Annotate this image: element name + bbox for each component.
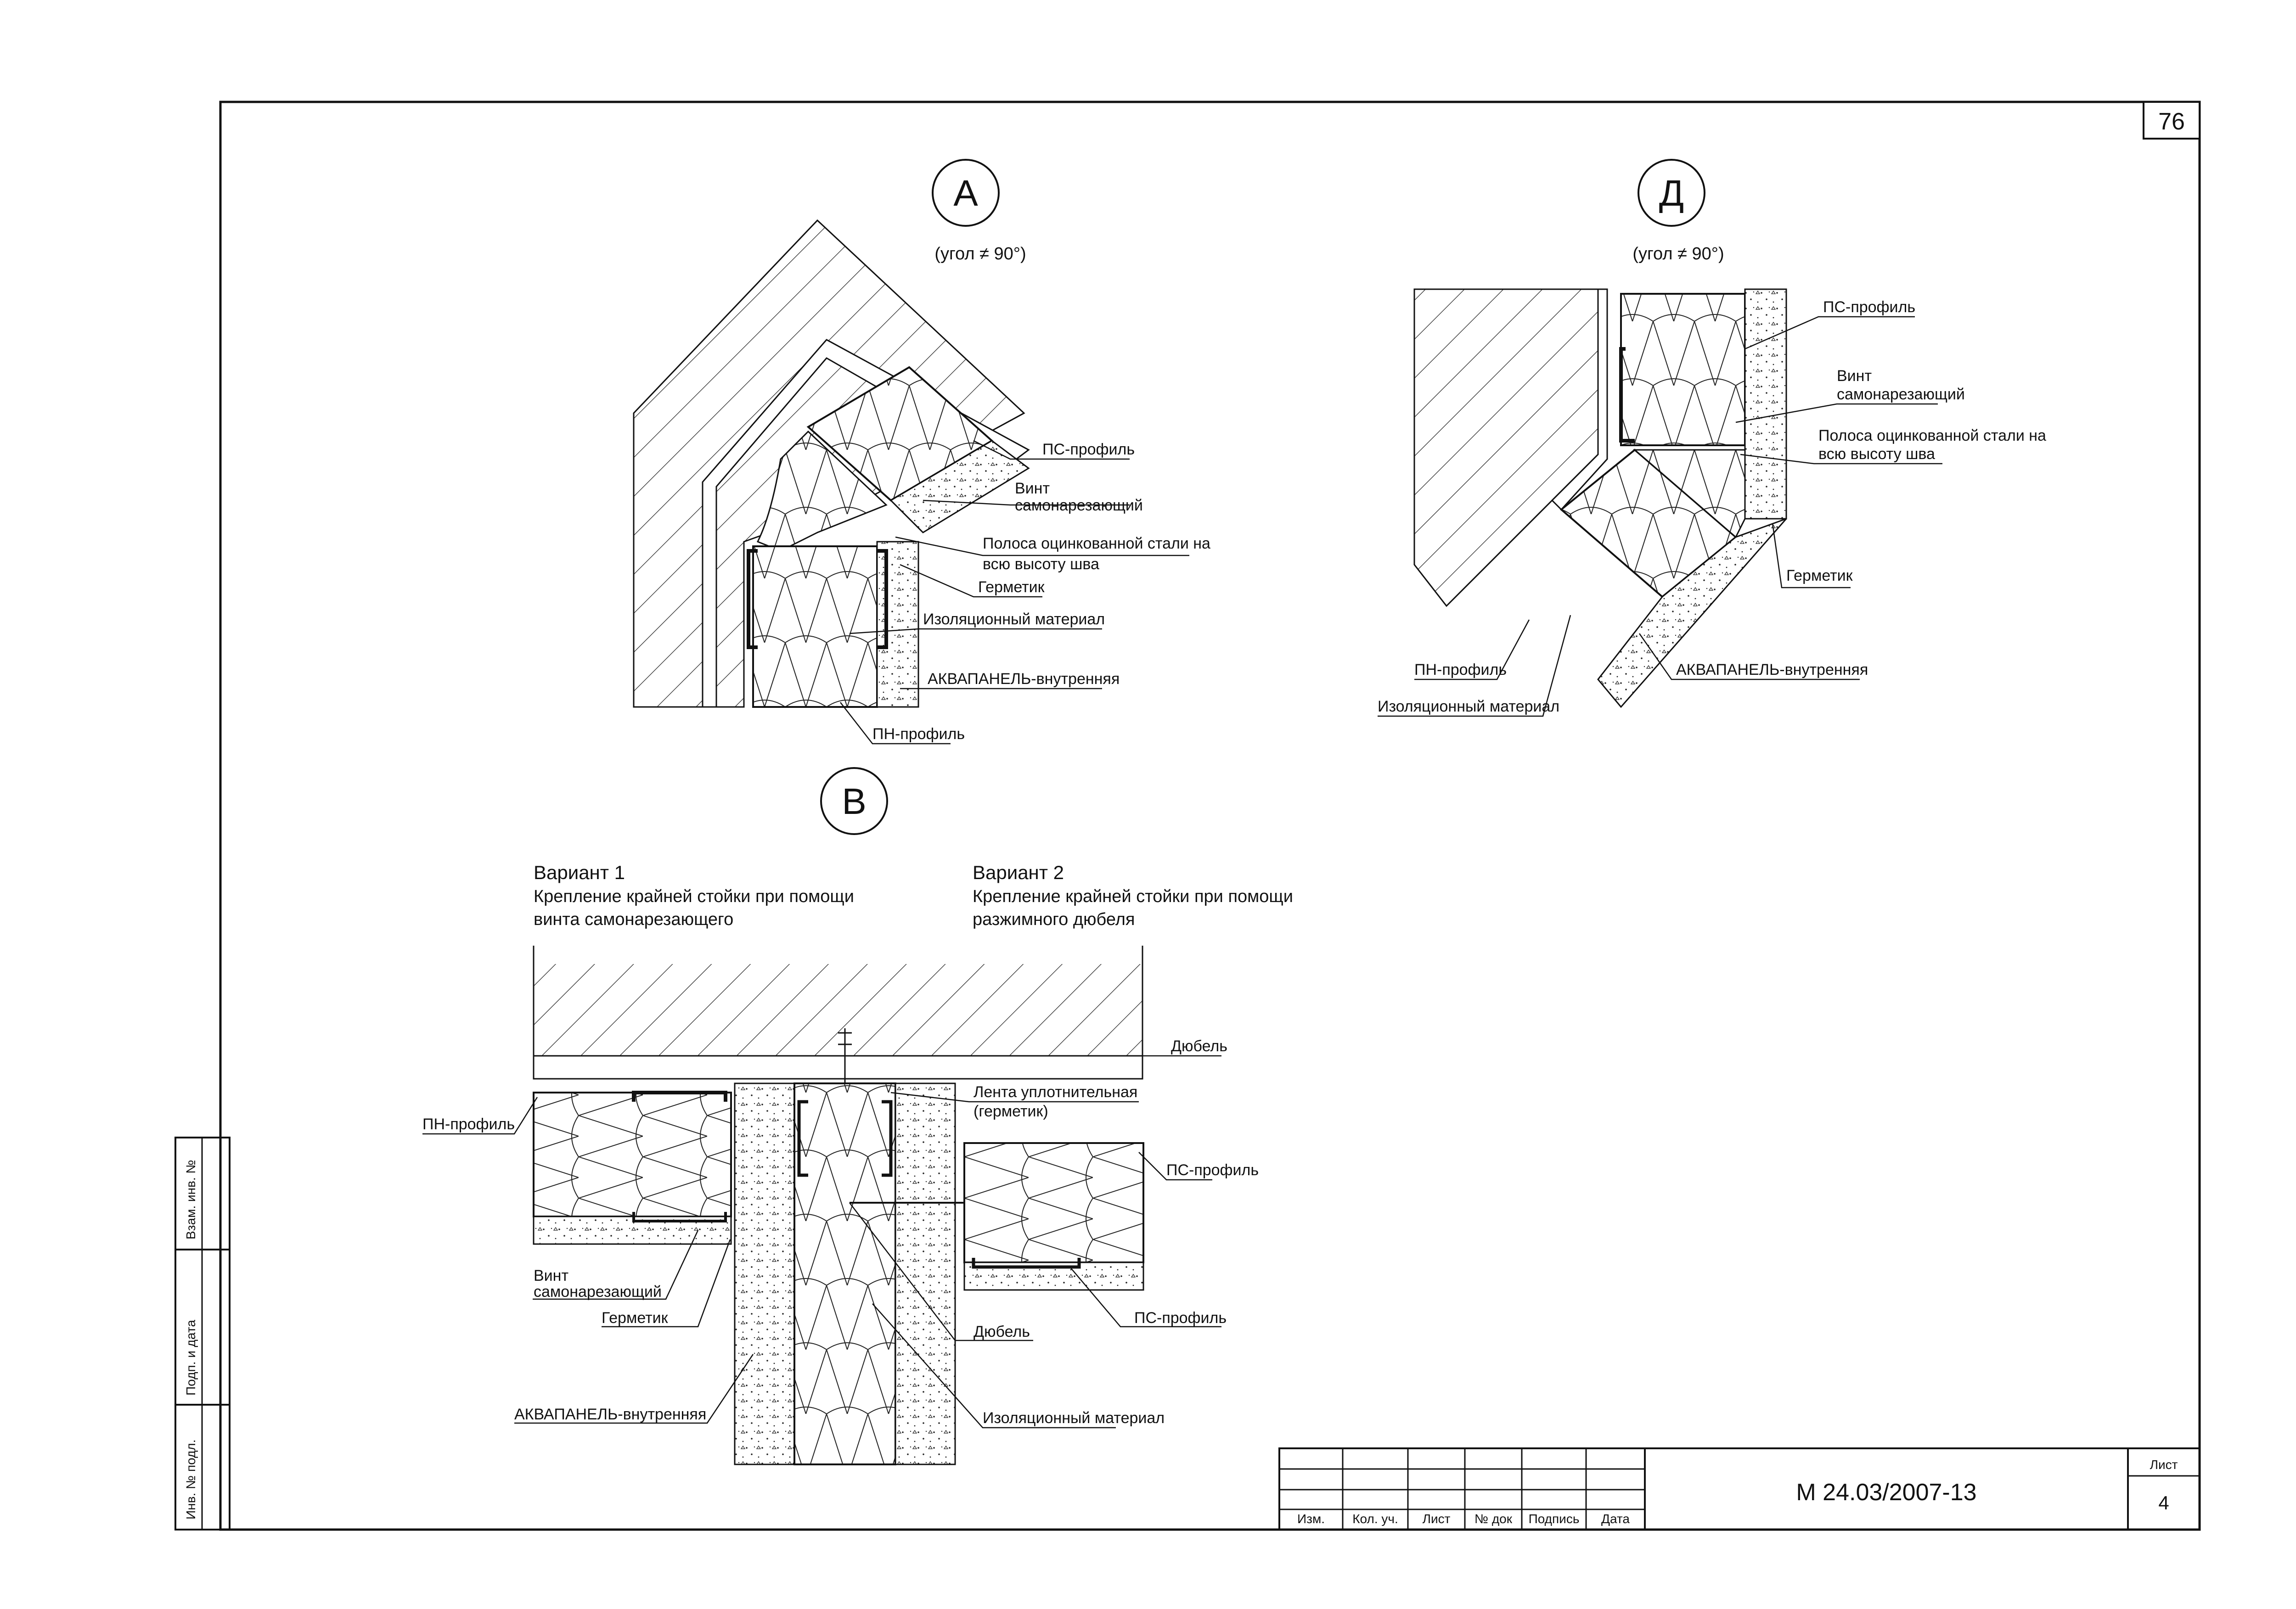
variant-1-profile-top xyxy=(632,1091,727,1102)
detail-a-corner-insulation xyxy=(756,430,888,552)
detail-d-label-germetik: Герметик xyxy=(1786,567,1853,584)
center-insulation xyxy=(793,1082,896,1465)
detail-a-plaster xyxy=(702,339,1030,708)
detail-d-marker-circle xyxy=(1638,159,1705,227)
title-block: Изм. Кол. уч. Лист № док Подпись Дата М … xyxy=(1278,1447,2200,1531)
detail-a-pn-profile xyxy=(747,549,758,649)
detail-v-label-ps-right: ПС-профиль xyxy=(1166,1161,1259,1179)
detail-v-label-ps-bottom: ПС-профиль xyxy=(1134,1309,1227,1327)
detail-a-label-germetik: Герметик xyxy=(978,578,1045,596)
detail-a-vertical-insulation xyxy=(752,545,878,708)
detail-v-label-aquapanel: АКВАПАНЕЛЬ-внутренняя xyxy=(514,1406,706,1423)
center-left-panel xyxy=(734,1082,795,1465)
detail-d-label-insulation: Изоляционный материал xyxy=(1378,698,1559,715)
detail-d-angle: (угол ≠ 90°) xyxy=(1632,244,1724,263)
detail-d-vertical-panel xyxy=(1744,288,1787,520)
detail-a-vertical-panel xyxy=(876,541,919,708)
variant-1-insulation xyxy=(533,1092,732,1217)
detail-a: А (угол ≠ 90°) ПС-профиль Винт са xyxy=(633,159,1210,745)
detail-d-label-pn-profile: ПН-профиль xyxy=(1414,661,1507,678)
detail-v-marker: В xyxy=(842,781,866,822)
detail-a-label-insulation: Изоляционный материал xyxy=(923,611,1105,628)
detail-d-label-aquapanel: АКВАПАНЕЛЬ-внутренняя xyxy=(1676,661,1868,678)
top-dowel xyxy=(838,1028,852,1083)
stamp-col-2: Кол. уч. xyxy=(1352,1512,1398,1526)
detail-a-stud xyxy=(877,549,888,649)
center-stud-left xyxy=(797,1100,808,1177)
sheet-frame: Взам. инв. № Подп. и дата Инв. № подл. xyxy=(174,101,2201,1531)
side-field-2: Подп. и дата xyxy=(184,1320,198,1396)
detail-d-marker: Д xyxy=(1659,173,1684,213)
detail-v-label-vint-2: самонарезающий xyxy=(534,1283,662,1301)
variant-2-line-1: Крепление крайней стойки при помощи xyxy=(973,887,1293,906)
detail-a-label-pn-profile: ПН-профиль xyxy=(872,725,965,743)
sheet-label: Лист xyxy=(2150,1458,2178,1472)
variant-1-line-2: винта самонарезающего xyxy=(534,910,733,929)
variant-2-title: Вариант 2 xyxy=(973,862,1064,883)
detail-v-marker-circle xyxy=(820,767,888,835)
detail-d-vertical-insulation xyxy=(1620,293,1746,446)
stamp-col-3: Лист xyxy=(1423,1512,1451,1526)
variant-1-profile-bottom xyxy=(632,1212,727,1222)
detail-v-label-dowel-top: Дюбель xyxy=(1171,1037,1227,1055)
detail-a-label-strip-1: Полоса оцинкованной стали на xyxy=(983,535,1210,552)
stamp-col-6: Дата xyxy=(1601,1512,1630,1526)
variant-2-insulation xyxy=(963,1142,1144,1263)
detail-d: Д (угол ≠ 90°) ПС-профиль Винт самонарез… xyxy=(1378,159,2046,717)
stamp-col-1: Изм. xyxy=(1297,1512,1325,1526)
variant-2-line-2: разжимного дюбеля xyxy=(973,910,1135,929)
detail-a-label-aquapanel: АКВАПАНЕЛЬ-внутренняя xyxy=(928,670,1120,688)
detail-a-label-ps-profile: ПС-профиль xyxy=(1042,441,1135,458)
detail-a-angled-panel xyxy=(889,440,1030,533)
sheet-number: 4 xyxy=(2158,1492,2169,1514)
detail-v-label-tape-2: (герметик) xyxy=(974,1103,1048,1120)
detail-d-label-strip-2: всю высоту шва xyxy=(1818,445,1935,463)
detail-v-label-vint-1: Винт xyxy=(534,1267,568,1284)
detail-v-label-dowel: Дюбель xyxy=(974,1323,1030,1340)
detail-d-label-vint-2: самонарезающий xyxy=(1837,386,1965,403)
detail-v-label-pn-profile: ПН-профиль xyxy=(422,1116,515,1133)
detail-a-marker: А xyxy=(953,173,978,213)
detail-d-label-ps-profile: ПС-профиль xyxy=(1823,298,1915,316)
variant-1-line-1: Крепление крайней стойки при помощи xyxy=(534,887,854,906)
detail-v-label-tape-1: Лента уплотнительная xyxy=(974,1083,1137,1101)
stamp-col-4: № док xyxy=(1474,1512,1513,1526)
detail-d-label-strip-1: Полоса оцинкованной стали на xyxy=(1818,427,2046,444)
detail-v-slab xyxy=(534,964,1142,1056)
detail-a-label-strip-2: всю высоту шва xyxy=(983,555,1099,573)
detail-a-label-vint-2: самонарезающий xyxy=(1015,497,1143,514)
detail-d-label-vint-1: Винт xyxy=(1837,367,1872,385)
detail-d-wall xyxy=(1413,288,1599,607)
variant-2-profile xyxy=(972,1258,1081,1269)
document-code: М 24.03/2007-13 xyxy=(1796,1479,1976,1506)
detail-v-plaster-band xyxy=(533,1055,1143,1080)
detail-a-label-vint-1: Винт xyxy=(1015,480,1050,497)
detail-v-label-germetik: Герметик xyxy=(602,1309,669,1327)
detail-d-ps-profile xyxy=(1619,347,1635,443)
variant-1-title: Вариант 1 xyxy=(534,862,625,883)
side-field-1: Взам. инв. № xyxy=(184,1160,198,1239)
detail-v: В Вариант 1 Крепление крайней стойки при… xyxy=(422,767,1293,1465)
detail-v-label-insulation: Изоляционный материал xyxy=(983,1409,1165,1427)
center-right-panel xyxy=(895,1082,956,1465)
side-field-3: Инв. № подл. xyxy=(184,1440,198,1519)
page-number: 76 xyxy=(2158,108,2185,135)
detail-a-marker-circle xyxy=(932,159,1000,227)
stamp-col-5: Подпись xyxy=(1529,1512,1580,1526)
detail-d-corner-insulation xyxy=(1632,449,1746,538)
page-number-box: 76 xyxy=(2143,101,2200,140)
center-stud-right xyxy=(882,1100,893,1177)
detail-d-angled-panel xyxy=(1597,518,1787,708)
detail-a-angle: (угол ≠ 90°) xyxy=(934,244,1026,263)
